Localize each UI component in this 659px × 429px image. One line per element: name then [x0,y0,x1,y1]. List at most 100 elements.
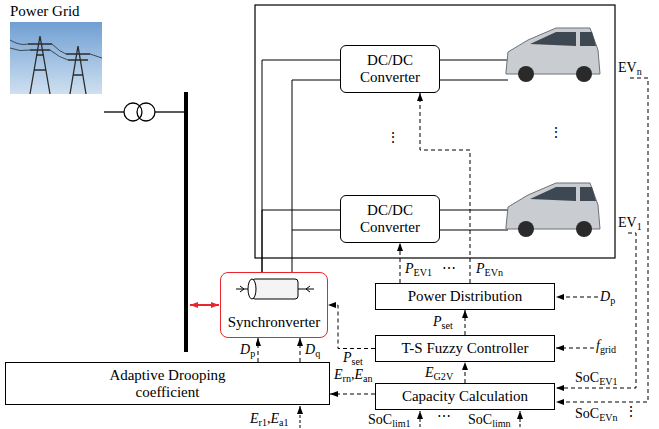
shaft-mark [240,286,310,292]
symbol-base: E [250,411,259,426]
power-flow-arrow [190,304,219,306]
node-text: DC/DC Converter [349,202,431,236]
wire [104,111,124,112]
symbol-base: D [600,289,610,304]
symbol-subscript: an [363,373,373,384]
ev-car [506,28,600,82]
signal-arrow [465,362,466,383]
ev-label: EV1 [618,215,642,230]
soc-signal [556,78,648,402]
node-text: DC/DC Converter [349,52,431,86]
ev-car [506,183,600,237]
grid-photo [10,22,102,94]
power-line [262,210,340,272]
soc-signal [556,233,636,388]
symbol-base: E [270,411,279,426]
signal-label: Dp [600,289,615,304]
synchronverter-box: Synchronverter [220,272,328,338]
rotor-end [248,279,256,299]
signal-label: Er1,Ea1 [250,411,289,426]
symbol-base: D [305,342,315,357]
symbol-base: f [596,338,600,353]
signal-arrow [300,338,301,362]
node-text: Synchronverter [228,314,320,331]
ellipsis: ⋮ [624,404,638,419]
symbol-base: E [354,367,363,382]
signal-label: SoClim1 [368,412,411,427]
tower [28,36,52,94]
ev-label: EVn [618,60,642,75]
converter-box: DC/DC Converter [340,195,440,243]
symbol-subscript: G2V [434,371,454,382]
edge-label: EG2V [424,365,454,380]
tower-drawing [10,36,102,94]
symbol-subscript: 1 [637,221,642,232]
symbol-base: P [405,261,414,276]
power-lines [10,40,102,60]
ellipsis: ⋯ [437,409,451,424]
controller-box: T-S Fuzzy Controller [375,335,555,362]
symbol-subscript: n [637,66,642,77]
symbol-subscript: EV1 [599,376,617,387]
edge-label: PEVn [475,261,504,276]
edge-label: Pset [342,350,364,365]
symbol-subscript: rn [343,373,351,384]
symbol-subscript: q [315,348,320,359]
input-signal [300,406,301,428]
signal-arrow [258,338,259,362]
car-wheel [518,66,534,82]
charging-station-frame [255,5,615,258]
symbol-subscript: p [610,295,615,306]
car-wheel [576,66,592,82]
symbol-subscript: grid [600,344,616,355]
symbol-base: P [476,261,485,276]
signal-arrow [465,310,466,335]
car-wheel [518,221,534,237]
edge-label: Dq [304,342,321,357]
car-window [530,32,596,46]
symbol-subscript: p [250,348,255,359]
process-box: Adaptive Drooping coefficient [5,362,330,405]
symbol-base: E [425,365,434,380]
edge-label: PEV1 [404,261,433,276]
symbol-subscript: lim1 [392,418,410,429]
symbol-base: E [334,367,343,382]
signal-arrow [328,305,375,349]
ellipsis: ⋮ [386,130,400,145]
signal-label: SoCEVn [575,406,618,421]
signal-label: fgrid [596,338,616,353]
ac-bus [184,92,188,352]
node-text: Adaptive Drooping coefficient [98,367,238,401]
rotor [252,279,298,299]
symbol-subscript: limn [492,418,510,429]
edge-label: Ern,Ean [333,367,374,382]
symbol-base: P [343,350,352,365]
symbol-subscript: set [352,356,363,367]
node-text: Power Distribution [408,288,523,305]
transformer-symbol [137,103,155,121]
grid-label: Power Grid [10,4,80,19]
ellipsis: ⋯ [442,261,456,276]
node-text: Capacity Calculation [402,388,528,405]
droop-signal [556,297,598,298]
edge-label: Pset [432,314,454,329]
converter-box: DC/DC Converter [340,45,440,93]
frequency-signal [556,348,594,349]
symbol-base: D [240,342,250,357]
symbol-subscript: set [442,320,453,331]
wire [155,111,186,112]
node-text: T-S Fuzzy Controller [402,340,529,357]
ellipsis: ⋮ [549,125,563,140]
signal-arrow [400,243,401,283]
symbol-subscript: EVn [485,267,503,278]
input-signal [420,411,421,427]
symbol-subscript: r1 [259,417,267,428]
tower [66,46,90,94]
edge-label: Dp [239,342,256,357]
signal-label: SoClimn [468,412,511,427]
dc-rail [292,80,340,272]
signal-arrow [420,93,470,283]
symbol-subscript: EVn [599,412,617,423]
symbol-subscript: EV1 [414,267,432,278]
